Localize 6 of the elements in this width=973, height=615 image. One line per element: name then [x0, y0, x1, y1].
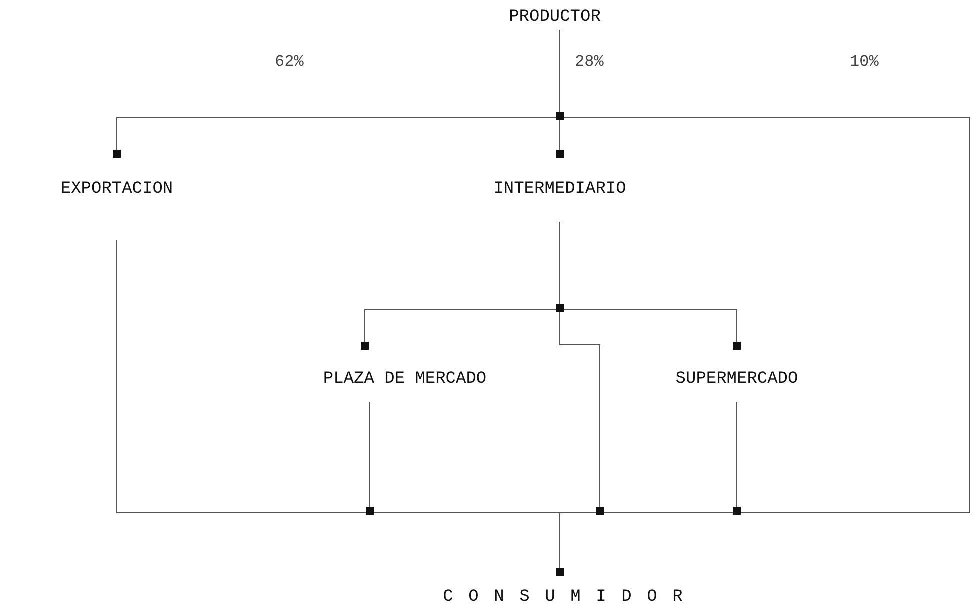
node-label: PLAZA DE MERCADO [323, 370, 487, 390]
node-label: PRODUCTOR [509, 8, 601, 28]
node-label: INTERMEDIARIO [494, 180, 626, 200]
node-label: SUPERMERCADO [676, 370, 798, 390]
node-label: EXPORTACION [60, 180, 174, 200]
node-label: CONSUMIDOR [443, 588, 698, 608]
